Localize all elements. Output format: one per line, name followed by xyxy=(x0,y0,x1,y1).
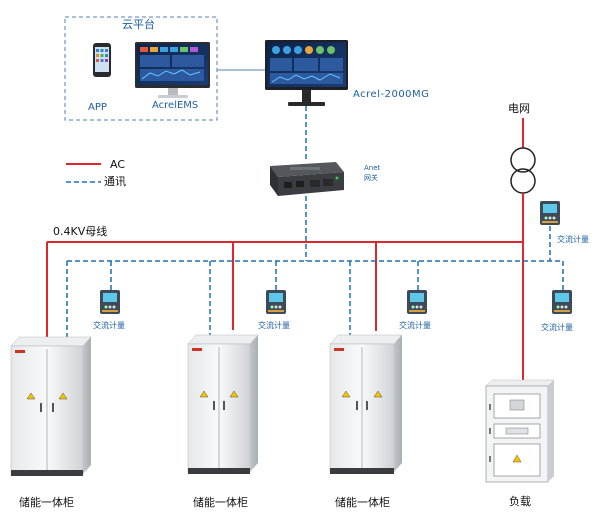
comm-bus xyxy=(66,226,564,340)
meter-label: 交流计量 xyxy=(258,321,290,330)
acrel-2000mg-monitor-icon xyxy=(265,40,348,106)
bus-label: 0.4KV母线 xyxy=(53,225,108,238)
meter-label: 交流计量 xyxy=(399,321,431,330)
grid-label: 电网 xyxy=(508,102,530,115)
cabinet-label: 储能一体柜 xyxy=(19,496,74,509)
storage-cabinet-icon xyxy=(329,334,403,474)
legend xyxy=(66,163,101,183)
storage-cabinet-icon xyxy=(187,334,259,474)
acrelems-monitor-icon xyxy=(135,42,210,98)
cabinet-label: 储能一体柜 xyxy=(335,496,390,509)
load-label: 负载 xyxy=(509,495,531,508)
meter-label: 交流计量 xyxy=(557,235,589,244)
ac-meter-icon xyxy=(540,201,560,225)
meter-label: 交流计量 xyxy=(541,323,573,332)
cabinet-label: 储能一体柜 xyxy=(193,496,248,509)
acrel-2000mg-label: Acrel-2000MG xyxy=(353,89,430,100)
ac-meter-icon xyxy=(266,290,286,314)
storage-cabinet-icon xyxy=(10,336,92,476)
legend-ac-label: AC xyxy=(110,158,126,171)
cloud-platform-box xyxy=(64,16,218,121)
cloud-platform-title: 云平台 xyxy=(122,18,155,31)
app-phone-icon xyxy=(93,43,111,77)
ac-bus xyxy=(46,205,524,380)
app-label: APP xyxy=(88,102,107,113)
load-cabinet-icon xyxy=(485,379,555,483)
ac-meter-icon xyxy=(407,290,427,314)
anet-gateway-icon xyxy=(270,162,344,196)
ac-meter-icon xyxy=(100,290,120,314)
gateway-name: Anet xyxy=(364,164,381,172)
legend-comm-label: 通讯 xyxy=(104,175,126,188)
acrelems-label: AcrelEMS xyxy=(152,100,199,111)
meter-label: 交流计量 xyxy=(93,321,125,330)
gateway-type: 网关 xyxy=(364,174,378,182)
grid-transformer-icon xyxy=(510,118,536,205)
ac-meter-icon xyxy=(552,290,572,314)
